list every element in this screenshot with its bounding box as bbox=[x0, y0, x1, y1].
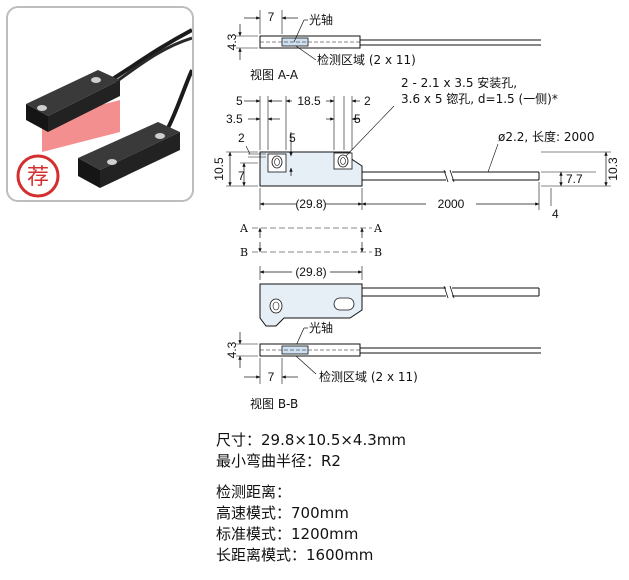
front-dim-7-7: 7.7 bbox=[566, 172, 583, 186]
spec-standard: 标准模式：1200mm bbox=[216, 525, 359, 543]
front-dim-5-left: 5 bbox=[236, 94, 243, 108]
front-dim-10-5: 10.5 bbox=[212, 157, 226, 181]
badge-text: 荐 bbox=[27, 165, 49, 190]
front-dim-5-mid: 5 bbox=[289, 131, 296, 145]
front-note-holes-2: 3.6 x 5 锪孔, d=1.5 (一侧)* bbox=[401, 91, 558, 106]
front-dim-4: 4 bbox=[552, 207, 559, 221]
aa-caption: 视图 A-A bbox=[250, 67, 299, 82]
rear-view: (29.8) bbox=[259, 265, 540, 327]
recommend-badge: 荐 bbox=[16, 154, 60, 198]
sensor-lower bbox=[78, 122, 180, 188]
bb-caption: 视图 B-B bbox=[250, 396, 298, 411]
front-dim-3-5: 3.5 bbox=[226, 112, 243, 126]
section-b-right: B bbox=[374, 246, 382, 259]
aa-optical-axis-label: 光轴 bbox=[309, 12, 333, 27]
section-marks: A A B B bbox=[239, 222, 383, 259]
cable-upper-2 bbox=[115, 36, 192, 84]
front-note-holes-1: 2 - 2.1 x 3.5 安装孔, bbox=[401, 75, 517, 90]
front-view: 5 18.5 2 3.5 5 2 5 10.5 7 bbox=[212, 75, 620, 221]
rear-dim-29-8: (29.8) bbox=[295, 265, 326, 279]
front-dim-2000: 2000 bbox=[438, 197, 465, 211]
sensor-photo-illustration: 荐 bbox=[16, 28, 192, 198]
light-beam bbox=[42, 100, 120, 152]
spec-high-speed: 高速模式：700mm bbox=[216, 504, 349, 522]
view-bb: 光轴 4.3 7 检测区域 (2 x 11) 视图 B-B bbox=[225, 320, 541, 411]
front-dim-7: 7 bbox=[238, 169, 245, 183]
section-b-left: B bbox=[240, 246, 248, 259]
spec-list: 尺寸：29.8×10.5×4.3mm 最小弯曲半径：R2 检测距离： 高速模式：… bbox=[216, 430, 616, 566]
front-dim-2-left: 2 bbox=[238, 131, 245, 145]
bb-optical-axis-label: 光轴 bbox=[309, 320, 333, 335]
front-dim-18-5: 18.5 bbox=[297, 94, 321, 108]
cable-upper bbox=[106, 28, 192, 84]
section-a-left: A bbox=[239, 222, 249, 235]
front-dim-29-8: (29.8) bbox=[295, 197, 326, 211]
bb-dim-4-3: 4.3 bbox=[225, 341, 239, 358]
sensor-upper bbox=[26, 70, 120, 132]
technical-drawing: 7 光轴 检测区域 (2 x 11) 4.3 视图 A-A bbox=[212, 10, 620, 411]
spec-size: 尺寸：29.8×10.5×4.3mm bbox=[216, 431, 407, 449]
front-dim-10-3: 10.3 bbox=[606, 157, 620, 181]
spec-bend-radius: 最小弯曲半径：R2 bbox=[216, 452, 341, 470]
front-dim-2-top: 2 bbox=[364, 94, 371, 108]
bb-detection-area-label: 检测区域 (2 x 11) bbox=[319, 369, 418, 384]
aa-detection-area-label: 检测区域 (2 x 11) bbox=[317, 52, 416, 67]
cable-lower bbox=[166, 69, 192, 129]
product-photo: 荐 bbox=[6, 6, 194, 202]
aa-dim-7: 7 bbox=[268, 10, 275, 24]
view-aa: 7 光轴 检测区域 (2 x 11) 4.3 视图 A-A bbox=[225, 10, 541, 82]
front-dim-5-right: 5 bbox=[354, 112, 361, 126]
spec-long-distance: 长距离模式：1600mm bbox=[216, 546, 374, 564]
aa-dim-4-3: 4.3 bbox=[225, 33, 239, 50]
front-note-cable: ø2.2, 长度: 2000 bbox=[498, 129, 594, 144]
spec-distance-title: 检测距离： bbox=[216, 483, 292, 501]
section-a-right: A bbox=[373, 222, 383, 235]
bb-dim-7: 7 bbox=[268, 370, 275, 384]
